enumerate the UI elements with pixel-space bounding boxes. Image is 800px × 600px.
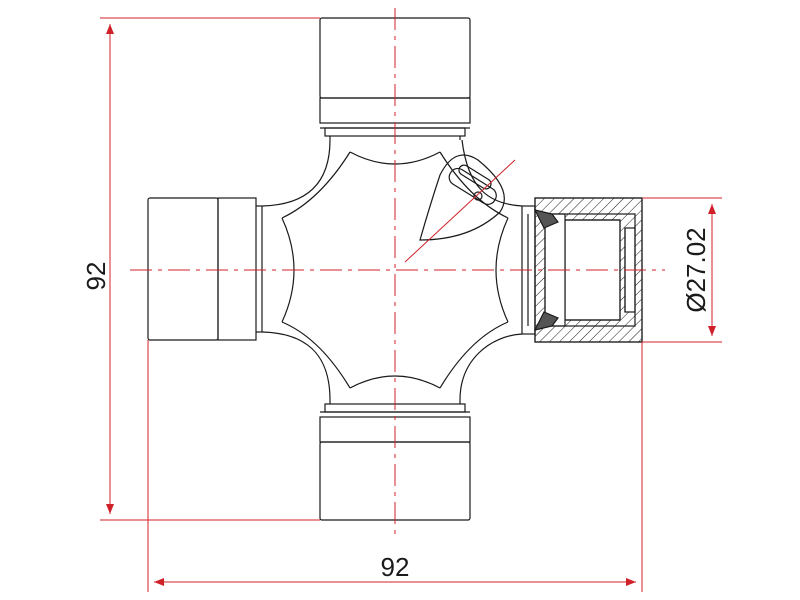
left-bearing-cup [147, 197, 263, 341]
dimension-lines [100, 8, 722, 592]
height-dimension-label: 92 [81, 262, 111, 291]
diameter-dimension-label: Ø27.02 [681, 227, 711, 312]
grease-fitting [419, 154, 505, 241]
width-dimension-label: 92 [381, 552, 410, 582]
fitting-axis-line [404, 159, 516, 263]
cross-body [261, 139, 523, 401]
